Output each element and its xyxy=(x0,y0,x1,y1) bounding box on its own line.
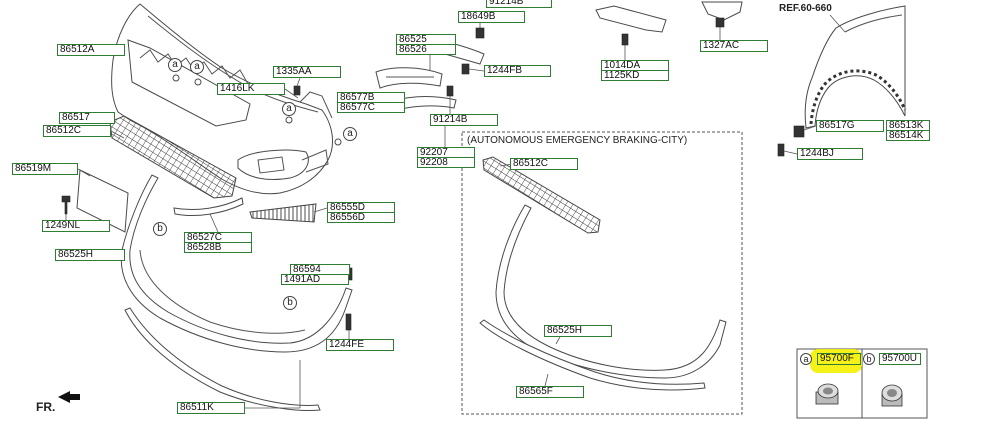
leader-line xyxy=(544,373,549,387)
license-plate-bracket xyxy=(76,169,129,233)
part-label-86517g[interactable]: 86517G xyxy=(816,120,884,132)
clip-18649b xyxy=(475,27,485,39)
part-label-86565f[interactable]: 86565F xyxy=(516,386,584,398)
lower-lip-inner-edge xyxy=(139,249,306,334)
aeb-section-frame xyxy=(461,131,743,415)
aeb-lower-grille-mesh xyxy=(482,156,601,234)
part-label-1491ad[interactable]: 1491AD xyxy=(281,274,349,285)
part-label-1416lk[interactable]: 1416LK xyxy=(217,83,285,95)
callout-b: b xyxy=(283,296,297,310)
part-label-86526[interactable]: 86526 xyxy=(396,44,456,55)
front-bumper-cover xyxy=(109,3,342,199)
part-label-1335aa[interactable]: 1335AA xyxy=(273,66,341,78)
part-label-86512c-aeb[interactable]: 86512C xyxy=(510,158,578,170)
part-label-86525h[interactable]: 86525H xyxy=(55,249,125,261)
bottom-strip-86511k xyxy=(124,307,321,411)
part-label-86512a[interactable]: 86512A xyxy=(57,44,125,56)
leader-line xyxy=(209,213,219,233)
aeb-section-title: (AUTONOMOUS EMERGENCY BRAKING-CITY) xyxy=(467,135,688,146)
part-label-91214b[interactable]: 91214B xyxy=(486,0,552,8)
bracket-1014da xyxy=(595,5,667,33)
clip-86513k xyxy=(793,125,805,138)
leader-line xyxy=(296,77,301,87)
part-label-92208[interactable]: 92208 xyxy=(417,157,475,168)
bolt-1244fb xyxy=(461,63,470,75)
side-molding-86527c xyxy=(173,197,244,217)
bolt-1327ac xyxy=(715,17,725,28)
leader-lines xyxy=(65,14,846,409)
lower-grille-mesh xyxy=(109,115,237,199)
leader-line xyxy=(803,125,817,131)
sensor-hole xyxy=(194,78,202,86)
callout-b: b xyxy=(153,222,167,236)
part-label-86577c[interactable]: 86577C xyxy=(337,102,405,113)
sensor-hole xyxy=(285,116,293,124)
leader-line xyxy=(829,14,846,33)
legend-callout-a: a xyxy=(800,353,812,365)
fender-crease xyxy=(844,14,903,33)
fender-outline xyxy=(804,5,906,129)
legend-callout-b: b xyxy=(863,353,875,365)
side-duct xyxy=(301,149,329,173)
leader-line xyxy=(555,336,561,345)
front-fender xyxy=(777,5,907,157)
part-label-1244fb[interactable]: 1244FB xyxy=(484,65,551,77)
fog-lamp-opening xyxy=(237,149,309,181)
bolt-1244bj xyxy=(777,143,785,157)
lower-lip-86525h xyxy=(120,174,353,353)
callout-a: a xyxy=(282,102,296,116)
parking-sensor-a xyxy=(815,383,839,405)
bracket-1327ac xyxy=(701,1,743,21)
part-label-86556d[interactable]: 86556D xyxy=(327,212,395,223)
wheel-arch-molding xyxy=(809,69,907,125)
part-label-18649b[interactable]: 18649B xyxy=(458,11,525,23)
aeb-lower-lip-86525h xyxy=(495,204,727,379)
front-direction-label: FR. xyxy=(36,400,56,414)
part-label-91214b[interactable]: 91214B xyxy=(430,114,498,126)
leader-line xyxy=(468,68,485,72)
leader-line xyxy=(284,88,299,99)
part-label-86528b[interactable]: 86528B xyxy=(184,242,252,253)
front-arrow-icon xyxy=(58,391,80,403)
leader-line xyxy=(110,130,125,139)
part-label-86514k[interactable]: 86514K xyxy=(886,130,930,141)
callout-a: a xyxy=(190,60,204,74)
garnish-86555d xyxy=(249,203,317,223)
part-label-1327ac[interactable]: 1327AC xyxy=(700,40,768,52)
part-label-86525h-aeb[interactable]: 86525H xyxy=(544,325,612,337)
part-label-1244fe[interactable]: 1244FE xyxy=(326,339,394,351)
callout-a: a xyxy=(168,58,182,72)
part-label-95700u[interactable]: 95700U xyxy=(879,353,921,365)
aeb-strip-86565f xyxy=(479,319,706,391)
sensor-hole xyxy=(334,138,342,146)
bolt-1014da xyxy=(621,33,629,46)
callout-a: a xyxy=(343,127,357,141)
fog-lamp-inner xyxy=(257,156,285,174)
clip-1244fe xyxy=(345,313,352,331)
bolt-1249nl xyxy=(61,195,71,215)
leader-line xyxy=(77,168,91,177)
part-label-86519m[interactable]: 86519M xyxy=(12,163,78,175)
part-label-86517[interactable]: 86517 xyxy=(59,112,115,124)
part-label-86512c[interactable]: 86512C xyxy=(43,125,111,137)
part-label-1244bj[interactable]: 1244BJ xyxy=(797,148,863,160)
headlamp-notch xyxy=(299,91,333,119)
part-label-1249nl[interactable]: 1249NL xyxy=(42,220,110,232)
part-label-86511k[interactable]: 86511K xyxy=(177,402,245,414)
leader-line xyxy=(783,150,798,155)
part-label-95700f[interactable]: 95700F xyxy=(817,353,861,365)
fender-reference-label[interactable]: REF.60-660 xyxy=(779,3,832,14)
bolt-91214b xyxy=(446,85,454,97)
part-label-1125kd[interactable]: 1125KD xyxy=(601,70,669,81)
sensor-hole xyxy=(172,74,180,82)
leader-line xyxy=(313,207,328,213)
bolt-1335aa xyxy=(293,85,301,96)
bracket-86525 xyxy=(375,67,443,89)
parking-sensor-b xyxy=(881,384,903,407)
